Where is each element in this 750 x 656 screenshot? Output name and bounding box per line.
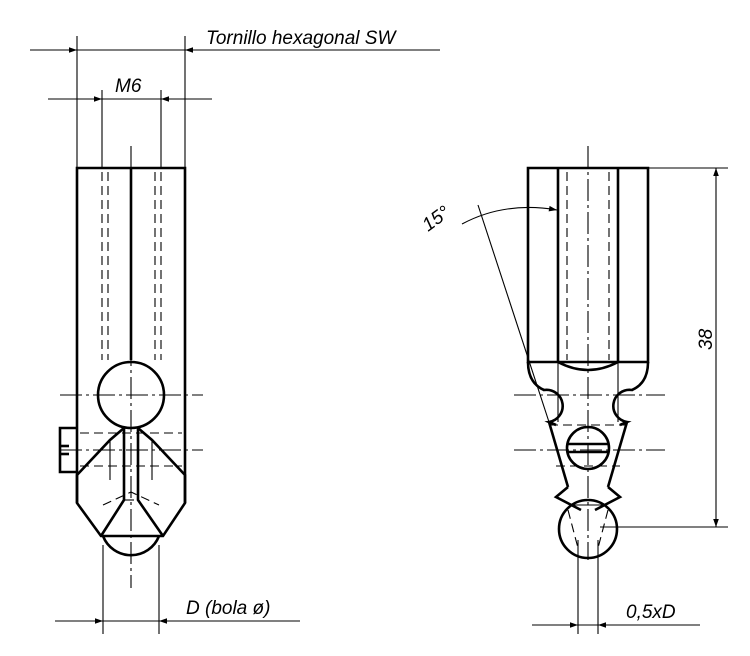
- hex-screw-label: Tornillo hexagonal SW: [206, 28, 397, 49]
- screw-head: [565, 425, 611, 471]
- half-d-label: 0,5xD: [626, 602, 676, 623]
- thread-label: M6: [115, 76, 142, 97]
- angle-label: 15°: [419, 202, 455, 236]
- side-screw: [58, 426, 77, 474]
- front-view: [30, 36, 440, 634]
- side-view: [461, 146, 728, 634]
- height-label: 38: [696, 328, 717, 350]
- ball-diameter-label: D (bola ø): [186, 598, 270, 619]
- side-ball: [557, 498, 619, 560]
- lower-ball: [101, 535, 161, 557]
